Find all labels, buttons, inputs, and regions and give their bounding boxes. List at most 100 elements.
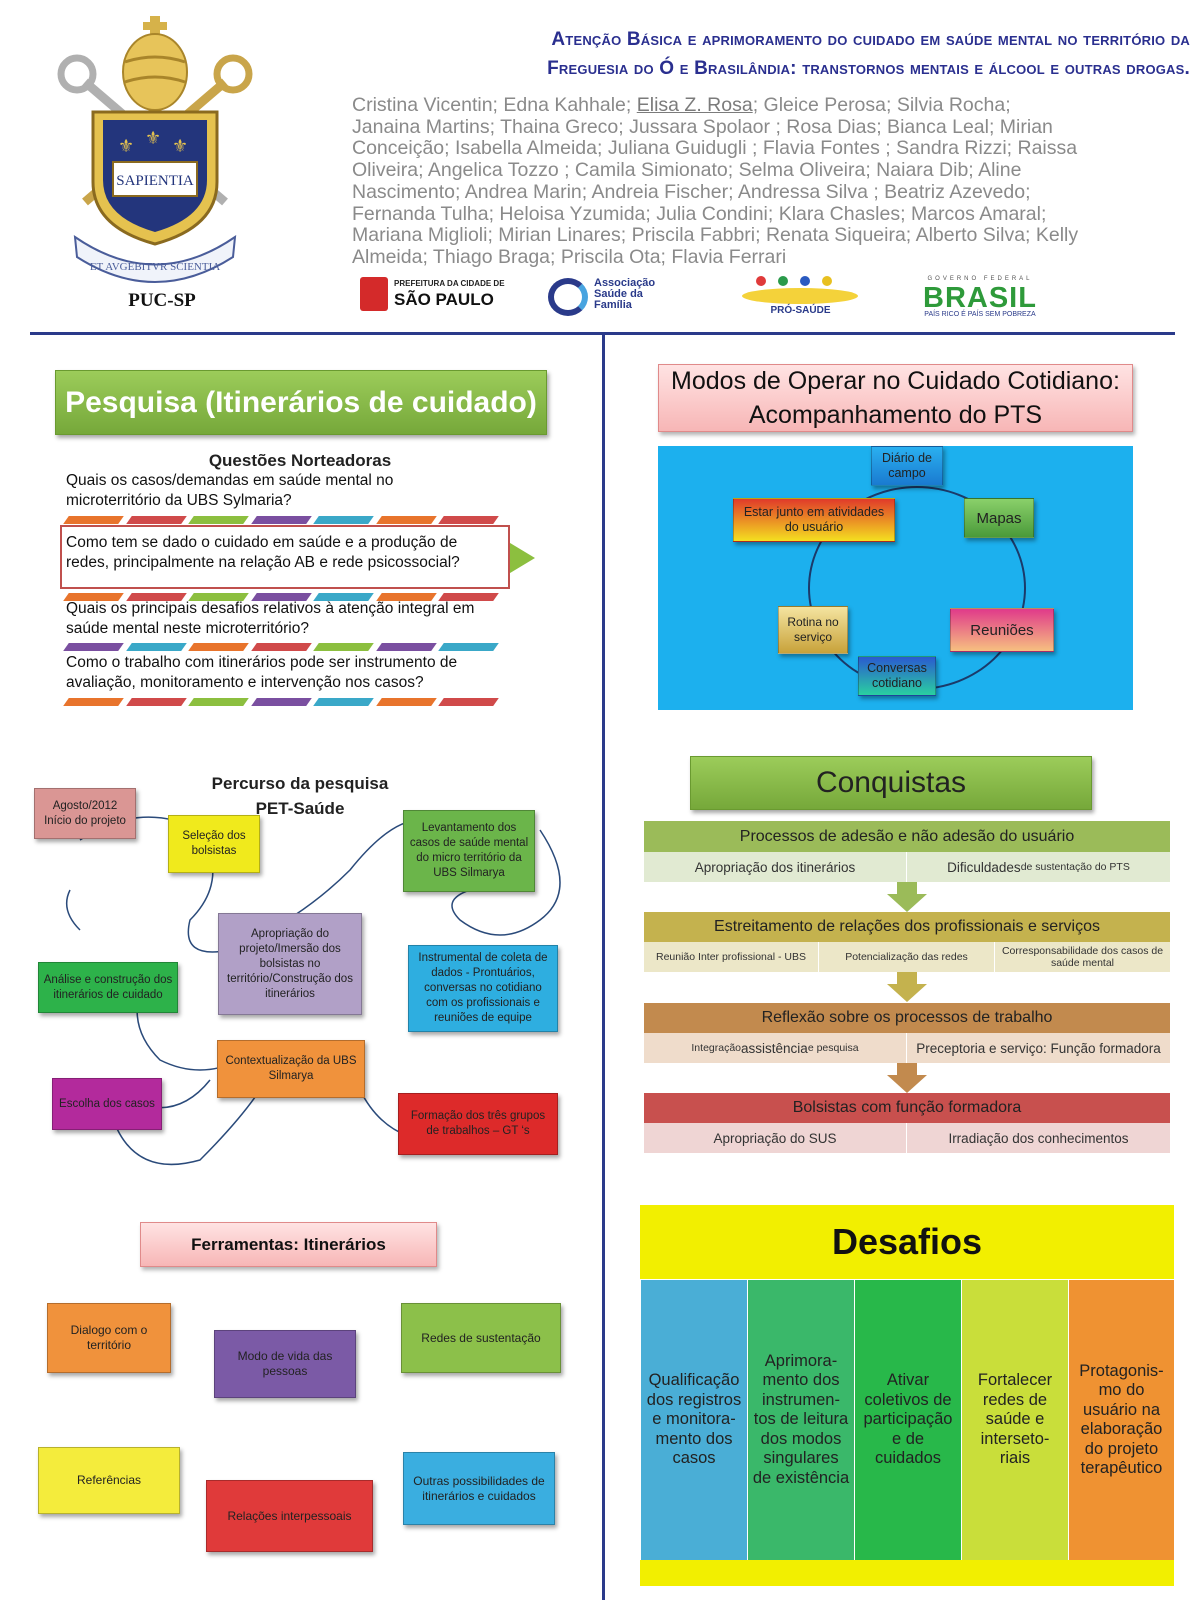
conquista-2-c: Corresponsabilidade dos casos de saúde m… (995, 942, 1170, 972)
column-divider (602, 335, 605, 1600)
title-line-2: Freguesia do Ó e Brasilândia: transtorno… (547, 58, 1190, 79)
percurso-title-line-2: PET-Saúde (255, 799, 345, 818)
question-2: Como tem se dado o cuidado em saúde e a … (66, 534, 460, 571)
conquista-2-b: Potencialização das redes (819, 942, 995, 972)
asf-line-2: Saúde da (594, 288, 643, 300)
cycle-diario: Diário de campo (871, 446, 943, 486)
tool-redes: Redes de sustentação (401, 1303, 561, 1373)
conquista-3-a-3: e pesquisa (807, 1042, 859, 1054)
desafio-4: Fortalecer redes de saúde e interseto-ri… (962, 1280, 1068, 1560)
header-divider (30, 332, 1175, 335)
logo-brasil-sub: PAÍS RICO É PAÍS SEM POBREZA (924, 311, 1036, 318)
cycle-conversas: Conversas cotidiano (858, 656, 936, 696)
logo-sp-top: PREFEITURA DA CIDADE DE (394, 279, 505, 288)
step-agosto: Agosto/2012 Início do projeto (34, 788, 136, 839)
step-escolha: Escolha dos casos (52, 1078, 162, 1130)
tool-relacoes: Relações interpessoais (206, 1480, 373, 1552)
logo-associacao-saude-familia: Associação Saúde da Família (548, 276, 698, 318)
step-levantamento: Levantamento dos casos de saúde mental d… (403, 810, 535, 892)
down-arrow-icon (887, 1063, 927, 1093)
authors-text: Cristina Vicentin; Edna Kahhale; (352, 94, 637, 116)
crest-ribbon: ET AVGEBITVR SCIENTIA (90, 261, 220, 273)
authors-list: Cristina Vicentin; Edna Kahhale; Elisa Z… (352, 94, 1082, 269)
step-apropriacao: Apropriação do projeto/Imersão dos bolsi… (218, 913, 362, 1015)
modos-diagram: Diário de campo Mapas Reuniões Conversas… (658, 446, 1133, 710)
down-arrow-icon (887, 972, 927, 1002)
conquistas-banner-text: Conquistas (815, 766, 967, 799)
institution-name: PUC-SP (128, 290, 196, 311)
step-contextualizacao: Contextualização da UBS Silmarya (217, 1040, 365, 1098)
ferramentas-banner: Ferramentas: Itinerários (140, 1222, 437, 1267)
tool-modo-de-vida: Modo de vida das pessoas (214, 1330, 356, 1398)
questoes-title: Questões Norteadoras (208, 451, 392, 470)
question-4: Como o trabalho com itinerários pode ser… (66, 654, 458, 691)
conquista-3-a-2: assistência (741, 1040, 808, 1056)
authors-text-rest: ; Gleice Perosa; Silvia Rocha; Janaina M… (352, 94, 1079, 268)
title-line-1: Atenção Básica e aprimoramento do cuidad… (551, 29, 1190, 50)
conquista-2-header: Estreitamento de relações dos profission… (644, 912, 1170, 942)
question-stripe (63, 698, 499, 706)
svg-text:⚜: ⚜ (145, 128, 161, 149)
asf-circle-icon (548, 278, 588, 316)
step-instrumental: Instrumental de coleta de dados - Prontu… (408, 945, 558, 1032)
conquista-1-header: Processos de adesão e não adesão do usuá… (644, 821, 1170, 852)
logo-pro-saude: PRÓ-SAÚDE (738, 274, 863, 320)
tool-outras: Outras possibilidades de itinerários e c… (403, 1452, 555, 1525)
question-arrow-icon (505, 540, 535, 576)
question-1: Quais os casos/demandas em saúde mental … (66, 472, 394, 509)
conquista-1-b-small: de sustentação do PTS (1020, 861, 1130, 873)
logo-pro-label: PRÓ-SAÚDE (770, 305, 831, 316)
crest-logo: ⚜ ⚜ ⚜ SAPIENTIA ET AVGEBITVR SCIENTIA (55, 12, 255, 292)
question-stripe (63, 516, 499, 524)
asf-line-1: Associação (594, 277, 656, 289)
conquista-4-header: Bolsistas com função formadora (644, 1093, 1170, 1123)
percurso-title-line-1: Percurso da pesquisa (211, 774, 389, 793)
ferramentas-banner-text: Ferramentas: Itinerários (191, 1234, 386, 1254)
desafios-footer-bar (640, 1560, 1174, 1586)
question-3: Quais os principais desafios relativos à… (66, 600, 475, 637)
down-arrow-icon (887, 882, 927, 912)
conquista-1-b: Dificuldades de sustentação do PTS (907, 852, 1170, 882)
percurso-title: Percurso da pesquisa PET-Saúde (190, 771, 410, 821)
conquista-1-a: Apropriação dos itinerários (644, 852, 907, 882)
step-analise: Análise e construção dos itinerários de … (38, 962, 178, 1013)
logo-prefeitura-sp: PREFEITURA DA CIDADE DE SÃO PAULO (360, 275, 510, 315)
conquista-2-a: Reunião Inter profissional - UBS (644, 942, 819, 972)
svg-text:⚜: ⚜ (172, 136, 188, 157)
asf-line-3: Família (594, 299, 632, 311)
authors-underlined: Elisa Z. Rosa (636, 94, 753, 116)
conquista-4-a: Apropriação do SUS (644, 1123, 907, 1153)
percurso-connector (65, 816, 561, 1166)
conquistas-banner: Conquistas (690, 756, 1092, 810)
logo-governo-federal: GOVERNO FEDERAL BRASIL PAÍS RICO É PAÍS … (900, 276, 1060, 320)
conquista-3-header: Reflexão sobre os processos de trabalho (644, 1003, 1170, 1033)
question-2-box: Como tem se dado o cuidado em saúde e a … (60, 525, 510, 589)
modos-banner-text: Modos de Operar no Cuidado Cotidiano: Ac… (671, 367, 1120, 429)
cycle-reunioes: Reuniões (950, 608, 1054, 652)
pesquisa-banner-text: Pesquisa (Itinerários de cuidado) (65, 385, 537, 419)
conquista-3-a: Integração assistência e pesquisa (644, 1033, 907, 1063)
crest-motto: SAPIENTIA (116, 173, 194, 189)
poster-title: Atenção Básica e aprimoramento do cuidad… (275, 25, 1190, 83)
logo-brasil: BRASIL (923, 282, 1037, 314)
logo-sp-main: SÃO PAULO (394, 290, 494, 309)
cycle-rotina: Rotina no serviço (778, 606, 848, 654)
cycle-mapas: Mapas (964, 498, 1034, 538)
conquista-4-b: Irradiação dos conhecimentos (907, 1123, 1170, 1153)
sp-shield-icon (360, 277, 388, 311)
conquista-1-b-main: Dificuldades (947, 859, 1021, 875)
conquista-3-a-1: Integração (691, 1042, 742, 1054)
conquista-3-b: Preceptoria e serviço: Função formadora (907, 1033, 1170, 1063)
svg-text:⚜: ⚜ (118, 136, 134, 157)
pesquisa-banner: Pesquisa (Itinerários de cuidado) (55, 370, 547, 435)
step-selecao: Seleção dos bolsistas (168, 815, 260, 873)
desafios-banner-text: Desafios (831, 1221, 983, 1262)
modos-banner: Modos de Operar no Cuidado Cotidiano: Ac… (658, 364, 1133, 432)
tool-dialogo: Dialogo com o território (47, 1303, 171, 1373)
cycle-estar: Estar junto em atividades do usuário (733, 498, 895, 542)
desafios-banner: Desafios (640, 1205, 1174, 1279)
question-stripe (63, 643, 499, 651)
tool-referencias: Referências (38, 1447, 180, 1514)
desafio-3: Ativar coletivos de participação e de cu… (855, 1280, 961, 1560)
desafio-1: Qualificação dos registros e monitora-me… (641, 1280, 747, 1560)
